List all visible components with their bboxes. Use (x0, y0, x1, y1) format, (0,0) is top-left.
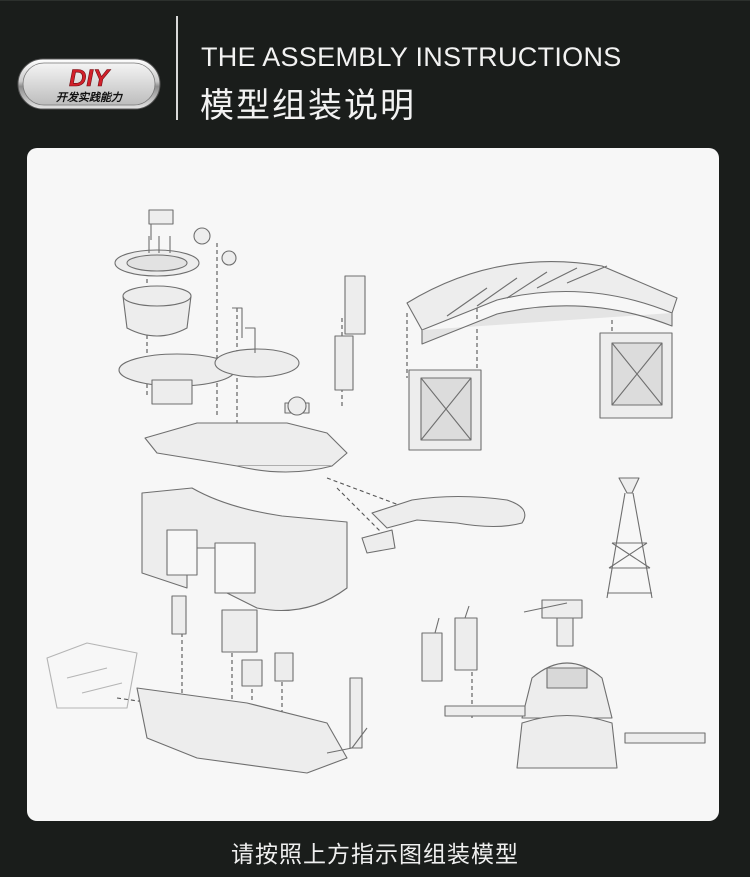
upper-base-part (144, 422, 348, 473)
header-divider (176, 16, 178, 120)
lower-base-plate (136, 595, 368, 774)
ramp-part (361, 495, 526, 554)
top-rule (0, 0, 750, 1)
small-pins (148, 236, 256, 353)
roof-part (406, 261, 678, 345)
tower-frame-part (606, 477, 653, 599)
sign-parts (284, 275, 366, 416)
badge-main-text: DIY (69, 65, 111, 92)
badge-sub-text: 开发实践能力 (56, 91, 123, 104)
flag-part (148, 209, 174, 240)
turret-part (516, 599, 618, 769)
title-english: THE ASSEMBLY INSTRUCTIONS (201, 42, 622, 72)
pump-parts (421, 605, 478, 682)
bottom-caption: 请按照上方指示图组装模型 (231, 841, 519, 867)
tower-tiers (114, 227, 300, 405)
outline-sketch (46, 642, 138, 709)
wall-panels (408, 332, 673, 451)
building-base-part (141, 487, 348, 611)
assembly-diagram-icon (46, 209, 706, 774)
side-arm-parts (444, 705, 706, 744)
title-chinese: 模型组装说明 (200, 87, 416, 125)
assembly-diagram-panel (27, 148, 719, 821)
diy-badge-icon: DIY 开发实践能力 (17, 58, 161, 110)
